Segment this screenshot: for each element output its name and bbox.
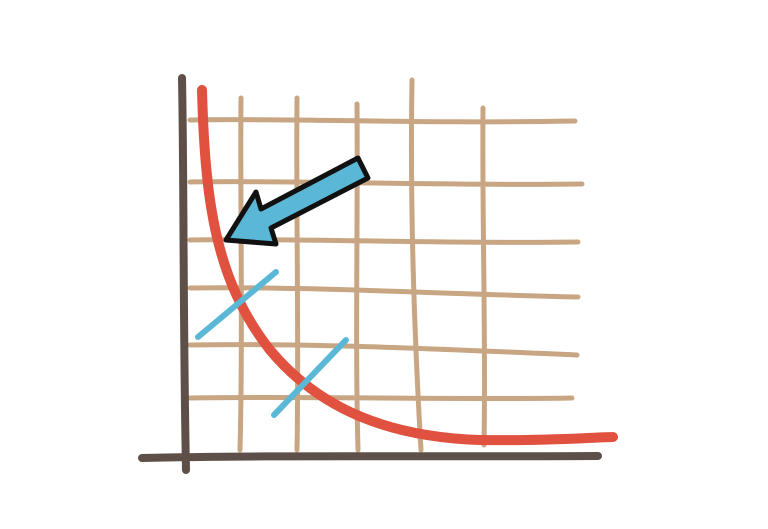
y-axis — [178, 74, 190, 474]
grid-line — [187, 117, 578, 125]
decreasing-curve — [197, 85, 618, 446]
arrow-icon — [223, 155, 371, 247]
grid-line — [237, 95, 244, 453]
tangent-lines — [195, 269, 349, 418]
grid-line — [408, 77, 424, 453]
tangent-line-shallow — [271, 337, 349, 418]
grid-line — [480, 105, 488, 448]
grid-line — [187, 179, 585, 187]
x-axis — [138, 452, 602, 462]
grid-line — [294, 95, 301, 453]
grid-line — [187, 342, 580, 358]
grid-line — [187, 394, 575, 402]
grid-vertical-lines — [237, 77, 488, 453]
grid-horizontal-lines — [187, 117, 585, 402]
axes — [138, 74, 602, 474]
tangent-line-steep — [195, 269, 279, 340]
grid-line — [354, 101, 361, 453]
